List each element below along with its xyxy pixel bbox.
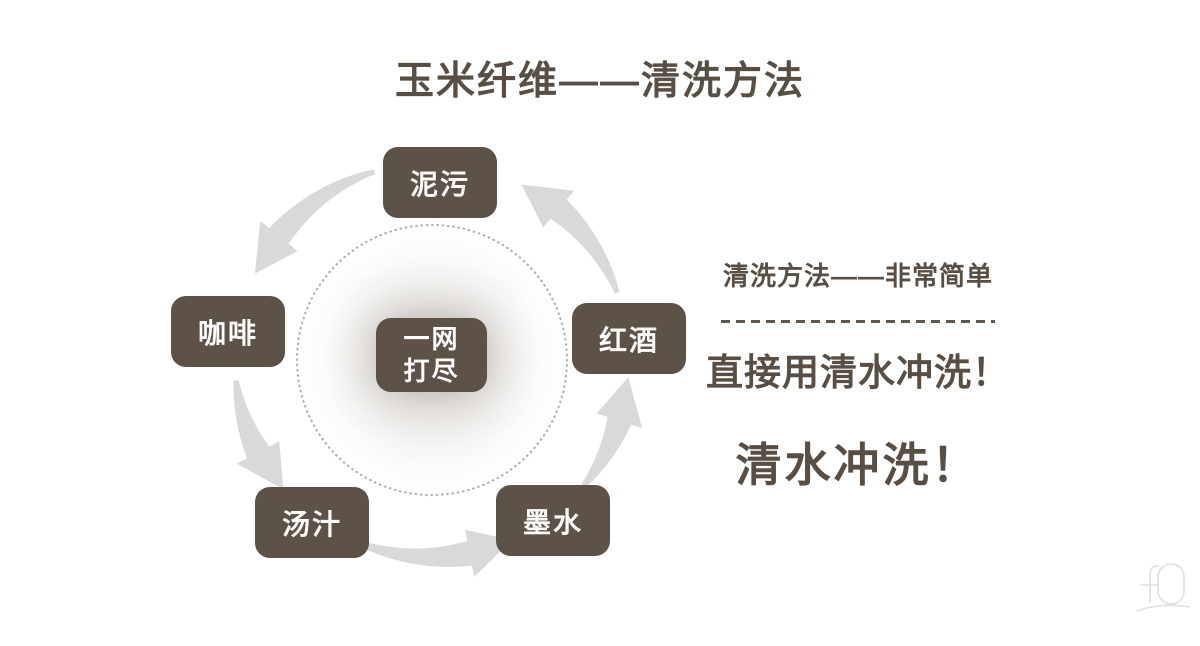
panel-emphasis: 直接用清水冲洗！ (706, 352, 1010, 393)
panel-big-line: 清水冲洗！ (735, 439, 981, 491)
center-label-line1: 一网 (403, 323, 460, 354)
cycle-arrow (521, 184, 620, 294)
cycle-arrow (581, 377, 643, 489)
diagram-node-soup: 汤汁 (255, 487, 369, 558)
right-panel: 清洗方法——非常简单 直接用清水冲洗！ 清水冲洗！ (700, 256, 1016, 495)
diagram-center-node: 一网 打尽 (376, 318, 487, 392)
dashed-divider (721, 320, 995, 323)
slide-title: 玉米纤维——清洗方法 (394, 60, 805, 103)
center-label-line2: 打尽 (403, 356, 460, 386)
cycle-arrow (254, 169, 376, 274)
cycle-arrow (233, 380, 284, 490)
cycle-arrow (354, 529, 513, 577)
diagram-node-ink: 墨水 (496, 485, 610, 556)
diagram-node-mud: 泥污 (383, 147, 497, 218)
fj-monogram-icon (1136, 563, 1190, 612)
panel-heading: 清洗方法——非常简单 (722, 261, 993, 291)
diagram-node-red-wine: 红酒 (572, 303, 686, 374)
diagram-node-coffee: 咖啡 (171, 296, 285, 367)
